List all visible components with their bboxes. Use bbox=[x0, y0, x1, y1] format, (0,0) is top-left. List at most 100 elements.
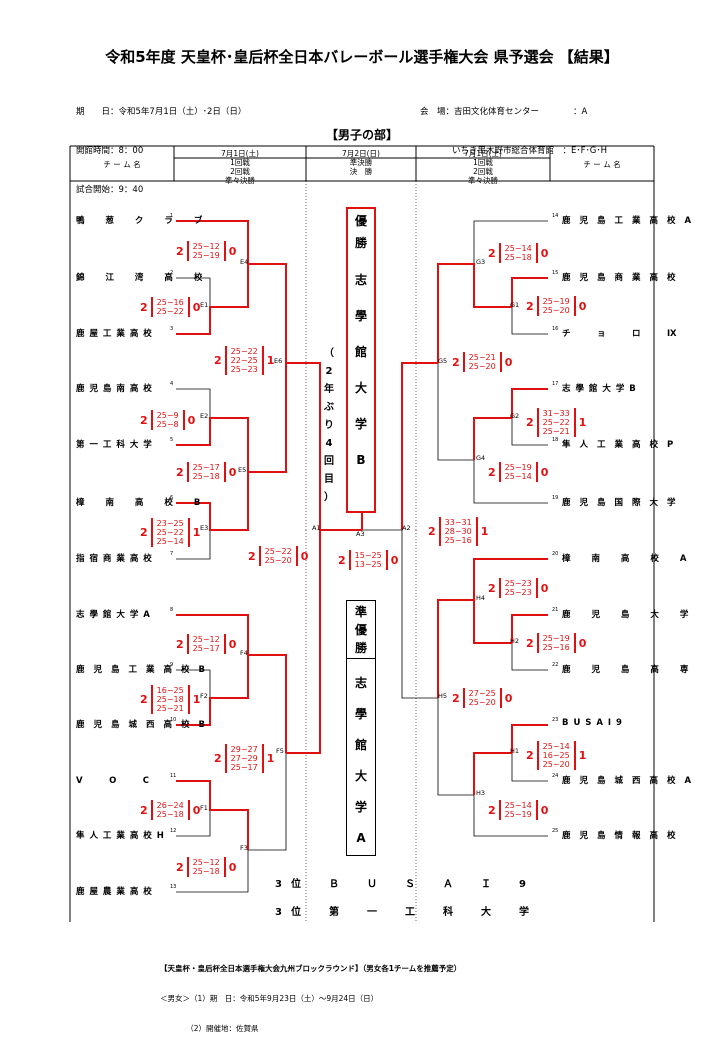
match-lose-sets: 0 bbox=[540, 581, 549, 595]
right-team-17: 志 學 館 大 学 B bbox=[562, 384, 637, 394]
champion-note-char: 4 bbox=[325, 438, 333, 449]
line-f5-out bbox=[286, 530, 321, 754]
line-g5-out bbox=[401, 362, 438, 530]
line-e3-bottom bbox=[176, 530, 211, 560]
line-e6-out bbox=[286, 362, 321, 530]
line-f3-out bbox=[248, 753, 287, 851]
line-f3-bottom bbox=[176, 850, 249, 893]
right-seed-16: 16 bbox=[552, 326, 559, 332]
line-h3-out bbox=[437, 698, 474, 796]
match-lose-sets: 1 bbox=[266, 354, 275, 367]
left-seed-4: 4 bbox=[170, 381, 174, 387]
champion-label-char: 優 bbox=[354, 214, 367, 228]
left-team-5: 第 一 工 科 大 学 bbox=[76, 440, 153, 450]
line-g4-bottom bbox=[473, 460, 548, 504]
match-lose-sets: 0 bbox=[540, 246, 549, 260]
right-seed-19: 19 bbox=[552, 495, 559, 501]
left-seed-8: 8 bbox=[170, 607, 174, 613]
header-left-rounds: 7月1日(土) 1回戦 2回戦 準々決勝 bbox=[174, 149, 306, 185]
set-score: 25−23 bbox=[504, 588, 532, 597]
left-team-12: 隼 人 工 業 高 校 H bbox=[76, 831, 165, 841]
set-score: 29−27 bbox=[230, 745, 258, 754]
set-score: 25−17 bbox=[192, 463, 220, 472]
line-h5-out bbox=[401, 530, 438, 699]
set-score: 25−16 bbox=[156, 298, 184, 307]
set-score: 31−33 bbox=[542, 409, 570, 418]
node-label-E5: E5 bbox=[238, 466, 247, 474]
node-label-H5: H5 bbox=[438, 692, 448, 700]
right-seed-21: 21 bbox=[552, 607, 559, 613]
set-score: 25−12 bbox=[192, 242, 220, 251]
champion-note-char: 年 bbox=[324, 384, 334, 395]
header-left-date: 7月1日(土) bbox=[221, 149, 259, 158]
set-score: 25−17 bbox=[230, 763, 258, 772]
left-team-11: V O C bbox=[76, 776, 159, 786]
line-g4-out bbox=[437, 363, 474, 461]
header-center-rounds: 7月2日(日) 準決勝 決 勝 bbox=[306, 149, 416, 176]
runner-up-team-char: 志 bbox=[354, 676, 367, 690]
node-label-F1: F1 bbox=[200, 804, 208, 812]
right-seed-24: 24 bbox=[552, 773, 559, 779]
set-score: 25−22 bbox=[230, 347, 258, 356]
match-lose-sets: 0 bbox=[192, 803, 201, 817]
set-score: 25−18 bbox=[156, 810, 184, 819]
info-date: 期 日：令和5年7月1日（土）･2日（日） bbox=[76, 107, 247, 117]
set-score: 27−29 bbox=[230, 754, 258, 763]
champion-team-char: 學 bbox=[354, 309, 367, 323]
line-e5-out bbox=[248, 363, 287, 473]
champion-box bbox=[346, 207, 376, 513]
node-label-G4: G4 bbox=[476, 454, 486, 462]
set-score: 25−16 bbox=[542, 643, 570, 652]
match-win-sets: 2 bbox=[140, 803, 148, 817]
right-seed-15: 15 bbox=[552, 270, 559, 276]
match-lose-sets: 0 bbox=[504, 691, 513, 705]
match-lose-sets: 0 bbox=[504, 355, 513, 369]
set-score: 25−21 bbox=[468, 353, 496, 362]
set-score: 25−18 bbox=[504, 253, 532, 262]
match-lose-sets: 0 bbox=[228, 244, 237, 258]
set-score: 25−12 bbox=[192, 635, 220, 644]
node-label-A3: A3 bbox=[356, 530, 365, 538]
set-score: 25−22 bbox=[542, 418, 570, 427]
right-seed-17: 17 bbox=[552, 381, 559, 387]
header-right-date: 7月1日(土) bbox=[464, 149, 502, 158]
left-seed-10: 10 bbox=[170, 717, 177, 723]
header-left-round1: 1回戦 bbox=[230, 158, 250, 167]
match-win-sets: 2 bbox=[526, 416, 534, 429]
right-team-14: 鹿児島工業高校A bbox=[562, 216, 701, 226]
right-team-21: 鹿 児 島 大 学 bbox=[562, 610, 698, 620]
header-center-date: 7月2日(日) bbox=[342, 149, 380, 158]
line-e1-top bbox=[176, 277, 211, 307]
line-e2-top bbox=[176, 388, 211, 418]
line-g1-bottom bbox=[511, 307, 548, 335]
match-lose-sets: 0 bbox=[578, 636, 587, 650]
set-score: 25−8 bbox=[156, 420, 179, 429]
line-g1-top bbox=[511, 277, 548, 307]
set-score: 25−20 bbox=[264, 556, 292, 565]
set-score: 25−14 bbox=[504, 472, 532, 481]
line-h1-out bbox=[473, 752, 512, 795]
info-right: 会 場：吉田文化体育センター ：A いちき串木野市総合体育館 ：E･F･G･H bbox=[420, 80, 607, 171]
right-team-23: B U S A I 9 bbox=[562, 718, 623, 728]
line-h2-top bbox=[511, 614, 548, 643]
match-win-sets: 2 bbox=[140, 693, 148, 706]
footer-place: （2）開催地：佐賀県 bbox=[160, 1024, 259, 1033]
line-g3-win bbox=[437, 263, 512, 363]
set-score: 23−25 bbox=[156, 519, 184, 528]
champion-note-char: ） bbox=[324, 492, 334, 503]
header-left-round2: 2回戦 bbox=[230, 167, 250, 176]
node-label-E3: E3 bbox=[200, 524, 209, 532]
header-right-round1: 1回戦 bbox=[473, 158, 493, 167]
set-score: 25−18 bbox=[192, 867, 220, 876]
header-right-rounds: 7月1日(土) 1回戦 2回戦 準々決勝 bbox=[416, 149, 550, 185]
left-team-3: 鹿 屋 工 業 高 校 bbox=[76, 329, 153, 339]
set-score: 25−14 bbox=[504, 801, 532, 810]
